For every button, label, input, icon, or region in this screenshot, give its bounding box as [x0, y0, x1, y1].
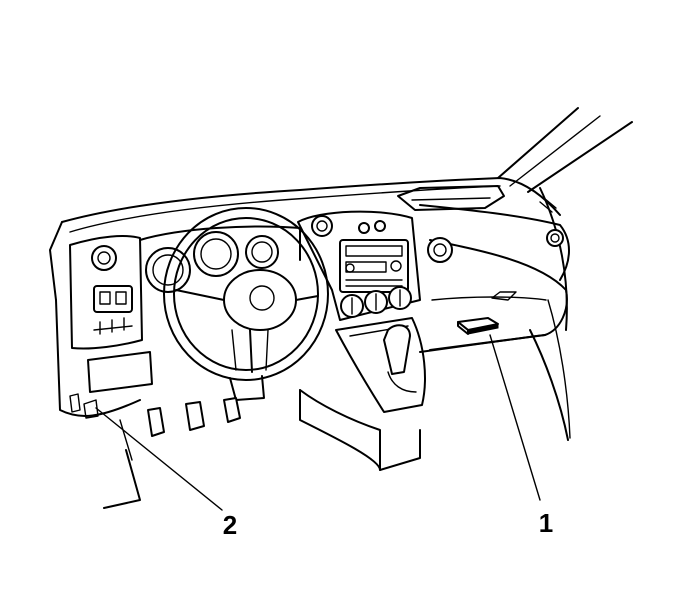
leader-lines [95, 334, 541, 511]
component-1-module [457, 317, 499, 335]
pedals [147, 397, 241, 437]
leader-line-1 [489, 334, 541, 501]
callout-2: 2 [223, 510, 237, 540]
passenger-door [529, 187, 571, 441]
center-console [299, 317, 426, 471]
floor-line [103, 419, 141, 509]
callout-1: 1 [539, 508, 553, 538]
dashboard-face [419, 204, 570, 353]
glove-box [431, 291, 547, 301]
hvac-controls [340, 286, 412, 318]
windshield-pillar [497, 107, 633, 193]
leader-line-2 [95, 407, 223, 511]
steering-column [229, 375, 265, 401]
steering-wheel [163, 207, 329, 381]
dashboard-top [49, 177, 561, 301]
driver-side-panel [55, 235, 153, 419]
right-air-vent [427, 197, 564, 263]
